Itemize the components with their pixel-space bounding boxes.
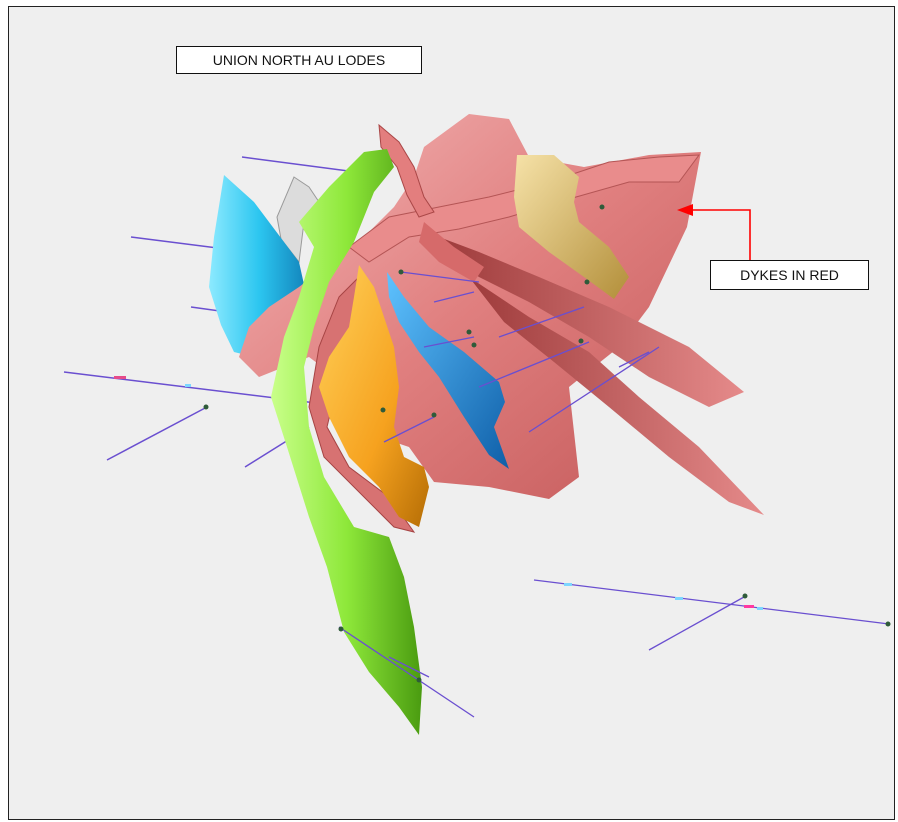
assay-markers [114,376,763,610]
lode-orange [319,265,429,527]
dyke-main [239,114,701,499]
dyke-blade-2 [469,277,764,515]
dyke-blade-1 [439,237,744,407]
3d-model-scene[interactable] [9,7,895,820]
viewport-frame: UNION NORTH AU LODES DYKES IN RED [8,6,895,820]
callout-arrow [677,204,751,260]
drillholes-front [338,271,890,718]
drillhole-collars [203,204,891,683]
lode-tan [514,155,629,299]
dykes-callout-label: DYKES IN RED [710,260,869,290]
dyke-blade-3 [419,222,484,282]
lode-green [271,149,422,735]
lode-white [276,176,320,264]
model-title-label: UNION NORTH AU LODES [176,46,422,74]
lode-blue [387,272,509,469]
